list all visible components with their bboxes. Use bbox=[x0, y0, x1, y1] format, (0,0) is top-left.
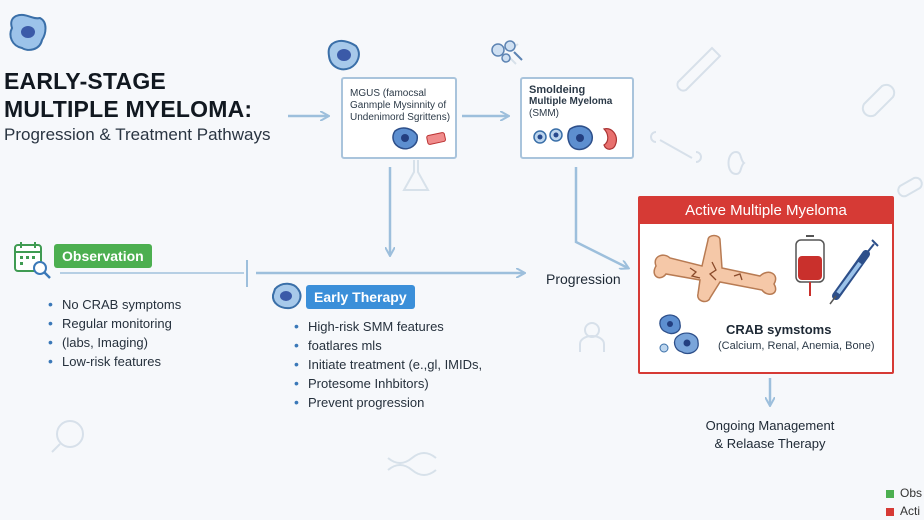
early-therapy-list: High-risk SMM features foatlares mls Ini… bbox=[292, 318, 482, 413]
bone-icon bbox=[650, 131, 702, 163]
active-myeloma-header: Active Multiple Myeloma bbox=[640, 198, 892, 224]
observation-list: No CRAB symptoms Regular monitoring (lab… bbox=[46, 296, 181, 372]
smm-cells-small-icon bbox=[491, 40, 523, 63]
legend-swatch-red bbox=[886, 507, 894, 516]
therapy-item: Protesome Inhbitors) bbox=[292, 375, 482, 392]
kidney-icon bbox=[727, 150, 746, 176]
page-title: EARLY-STAGE MULTIPLE MYELOMA: bbox=[4, 67, 252, 123]
management-label: Ongoing Management & Relaase Therapy bbox=[700, 417, 840, 453]
legend-label: Obs bbox=[900, 486, 923, 500]
therapy-item: Initiate treatment (e.,gl, IMIDs, bbox=[292, 356, 482, 373]
test-tube-icon bbox=[676, 46, 722, 92]
legend-label: Acti bbox=[900, 504, 921, 518]
therapy-item: High-risk SMM features bbox=[292, 318, 482, 335]
observation-item: No CRAB symptoms bbox=[46, 296, 181, 313]
management-line-1: Ongoing Management bbox=[705, 418, 835, 433]
fractured-bone-icon bbox=[653, 234, 777, 303]
smm-line-2: Multiple Myeloma bbox=[529, 96, 613, 107]
title-line-1: EARLY-STAGE bbox=[4, 68, 166, 94]
observation-item: Regular monitoring bbox=[46, 315, 181, 332]
flask-icon bbox=[402, 160, 430, 191]
legend-observation: Obs bbox=[886, 486, 922, 500]
observation-item: Low-risk features bbox=[46, 353, 181, 370]
mgus-title: MGUS (famocsal Ganmple Mysinnity of Unde… bbox=[350, 88, 450, 124]
progression-label: Progression bbox=[546, 271, 621, 287]
pill-icon bbox=[861, 83, 896, 118]
legend-active: Acti bbox=[886, 504, 920, 518]
smm-cells-icon bbox=[533, 125, 617, 151]
mgus-box: MGUS (famocsal Ganmple Mysinnity of Unde… bbox=[341, 77, 457, 159]
arrow-smm-to-active bbox=[574, 167, 628, 268]
observation-label: Observation bbox=[54, 244, 152, 268]
patient-icon bbox=[584, 322, 600, 338]
mgus-line-1: MGUS (famocsal bbox=[350, 88, 427, 99]
smm-line-3: (SMM) bbox=[529, 108, 559, 119]
title-line-2: MULTIPLE MYELOMA: bbox=[4, 96, 253, 122]
crab-cells-icon bbox=[659, 314, 699, 355]
page-subtitle: Progression & Treatment Pathways bbox=[4, 125, 271, 144]
early-therapy-label: Early Therapy bbox=[306, 285, 415, 309]
mgus-cells-icon bbox=[392, 127, 446, 150]
mgus-line-3: Undenimord Sgrittens) bbox=[350, 112, 451, 123]
management-line-2: & Relaase Therapy bbox=[714, 436, 826, 451]
crab-detail: (Calcium, Renal, Anemia, Bone) bbox=[718, 340, 875, 352]
smm-line-1: Smoldeing bbox=[529, 84, 586, 96]
therapy-item: Prevent progression bbox=[292, 394, 482, 411]
legend-swatch-green bbox=[886, 489, 894, 498]
active-myeloma-box: Active Multiple Myeloma CRAB symstoms (C… bbox=[638, 196, 894, 374]
dna-icon bbox=[387, 452, 437, 476]
mgus-line-2: Ganmple Mysinnity of bbox=[350, 100, 447, 111]
plasma-cell-icon bbox=[9, 13, 47, 51]
capsule-icon bbox=[897, 176, 923, 198]
therapy-cell-icon bbox=[271, 282, 302, 310]
blood-bag-syringe-icon bbox=[795, 235, 879, 305]
smm-box: Smoldeing Multiple Myeloma (SMM) bbox=[520, 77, 634, 159]
magnifier-icon bbox=[56, 420, 84, 448]
therapy-item: foatlares mls bbox=[292, 337, 482, 354]
smm-title: Smoldeing Multiple Myeloma (SMM) bbox=[529, 84, 612, 120]
crab-title: CRAB symstoms bbox=[726, 322, 832, 337]
calendar-search-icon bbox=[14, 242, 51, 279]
mgus-cell-icon bbox=[327, 39, 360, 71]
observation-item: (labs, Imaging) bbox=[46, 334, 181, 351]
